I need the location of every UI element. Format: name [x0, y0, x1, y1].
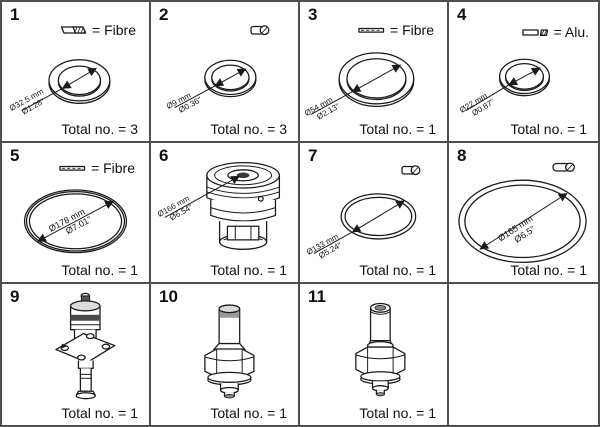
material-legend	[250, 24, 270, 36]
valve-insert-illustration	[164, 161, 281, 250]
part-number: 9	[10, 287, 20, 306]
part-cell-9: 9 Total no. = 1	[2, 284, 151, 425]
fibre-washer-illustration	[310, 52, 415, 115]
part-cell-10: 10 Total no. = 1	[151, 284, 300, 425]
part-cell-11: 11 Total no. = 1	[300, 284, 449, 425]
o-ring-cross-section-icon	[250, 25, 270, 36]
material-legend-label: = Fibre	[91, 160, 135, 176]
roll-cross-section-icon	[552, 162, 575, 172]
material-legend: = Fibre	[59, 160, 135, 176]
material-legend-label: = Fibre	[92, 22, 136, 38]
material-legend: = Fibre	[60, 22, 136, 38]
part-number: 5	[10, 146, 20, 165]
total-count: Total no. = 1	[61, 405, 138, 421]
pilot-valve-insert-illustration	[355, 302, 406, 397]
seal-ring-illustration	[174, 59, 257, 109]
total-count: Total no. = 1	[510, 121, 587, 137]
part-number: 2	[159, 5, 169, 24]
total-count: Total no. = 1	[359, 262, 436, 278]
total-count: Total no. = 1	[359, 405, 436, 421]
o-ring-cross-section-icon	[401, 165, 421, 176]
part-number: 6	[159, 146, 169, 165]
material-legend-label: = Fibre	[390, 22, 434, 38]
total-count: Total no. = 1	[61, 262, 138, 278]
total-count: Total no. = 3	[61, 121, 138, 137]
o-ring-illustration	[313, 193, 417, 255]
fibre-washer-illustration	[21, 59, 111, 112]
part-number: 10	[159, 287, 178, 306]
fibre-strip-icon	[358, 27, 385, 33]
part-number: 11	[308, 287, 326, 306]
flanged-valve-assembly-illustration	[55, 292, 116, 400]
part-number: 3	[308, 5, 318, 24]
fibre-gasket-illustration	[23, 189, 128, 254]
total-count: Total no. = 3	[210, 121, 287, 137]
total-count: Total no. = 1	[359, 121, 436, 137]
part-number: 7	[308, 146, 318, 165]
solenoid-armature-illustration	[204, 304, 255, 399]
material-legend	[552, 160, 577, 173]
material-legend: = Alu.	[521, 24, 589, 40]
empty-cell	[449, 284, 598, 425]
part-number: 8	[457, 146, 467, 165]
total-count: Total no. = 1	[210, 262, 287, 278]
alu-cross-section-icon	[521, 28, 548, 36]
part-number: 4	[457, 5, 467, 24]
alu-washer-illustration	[465, 58, 550, 112]
total-count: Total no. = 1	[210, 405, 287, 421]
part-number: 1	[10, 5, 20, 24]
material-legend-label: = Alu.	[553, 24, 589, 40]
total-count: Total no. = 1	[510, 262, 587, 278]
material-legend: = Fibre	[358, 22, 434, 38]
gasket-ring-illustration	[458, 179, 587, 264]
fibre-strip-icon	[59, 165, 86, 171]
material-legend	[401, 164, 421, 176]
fibre-cross-section-icon	[60, 26, 87, 34]
